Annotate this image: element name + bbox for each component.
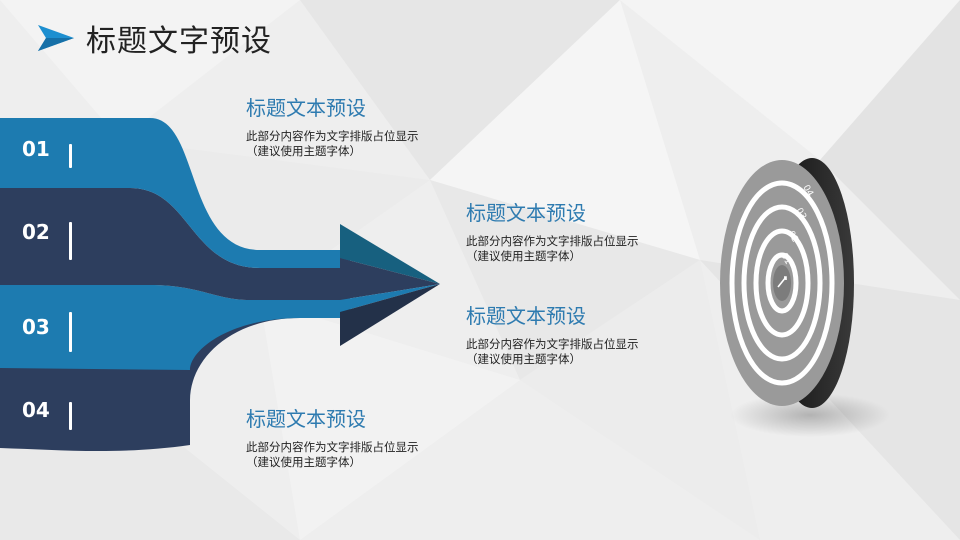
stage-divider-04 [69, 402, 72, 430]
block-desc-line-2: （建议使用主题字体） [466, 249, 581, 263]
stage-divider-01 [69, 144, 72, 168]
block-desc-line-2: （建议使用主题字体） [466, 352, 581, 366]
stage-number-01: 01 [22, 137, 50, 161]
band-01 [0, 118, 350, 268]
stage-divider-02 [69, 222, 72, 260]
block-title: 标题文本预设 [246, 96, 366, 120]
stage-number-03: 03 [22, 315, 50, 339]
block-desc-line-1: 此部分内容作为文字排版占位显示 [466, 234, 639, 248]
band-04 [0, 300, 350, 452]
target-ring-label-03: 03 [793, 207, 807, 222]
block-title: 标题文本预设 [466, 304, 586, 328]
band-02 [0, 188, 350, 300]
page-title: 标题文字预设 [86, 24, 272, 59]
paper-plane-icon [38, 25, 74, 51]
target-ring-label-02: 02 [785, 230, 799, 245]
arrow-head-bottom [340, 284, 440, 346]
stage-number-04: 04 [22, 398, 50, 422]
text-block-1: 标题文本预设 此部分内容作为文字排版占位显示 （建议使用主题字体） [246, 92, 486, 159]
target-ring-label-01: 01 [778, 252, 792, 267]
text-block-3: 标题文本预设 此部分内容作为文字排版占位显示 （建议使用主题字体） [466, 300, 706, 367]
block-title: 标题文本预设 [466, 201, 586, 225]
text-block-2: 标题文本预设 此部分内容作为文字排版占位显示 （建议使用主题字体） [466, 197, 706, 264]
block-desc-line-2: （建议使用主题字体） [246, 455, 361, 469]
block-desc-line-1: 此部分内容作为文字排版占位显示 [466, 337, 639, 351]
stage-divider-03 [69, 312, 72, 352]
text-block-4: 标题文本预设 此部分内容作为文字排版占位显示 （建议使用主题字体） [246, 403, 486, 470]
block-title: 标题文本预设 [246, 407, 366, 431]
arrow-head-upper [340, 258, 440, 300]
block-desc-line-1: 此部分内容作为文字排版占位显示 [246, 129, 419, 143]
band-03 [0, 285, 350, 370]
arrow-head-top [340, 224, 440, 284]
target-icon: 04 03 02 01 [720, 158, 890, 437]
stage-number-02: 02 [22, 220, 50, 244]
block-desc-line-1: 此部分内容作为文字排版占位显示 [246, 440, 419, 454]
block-desc-line-2: （建议使用主题字体） [246, 144, 361, 158]
